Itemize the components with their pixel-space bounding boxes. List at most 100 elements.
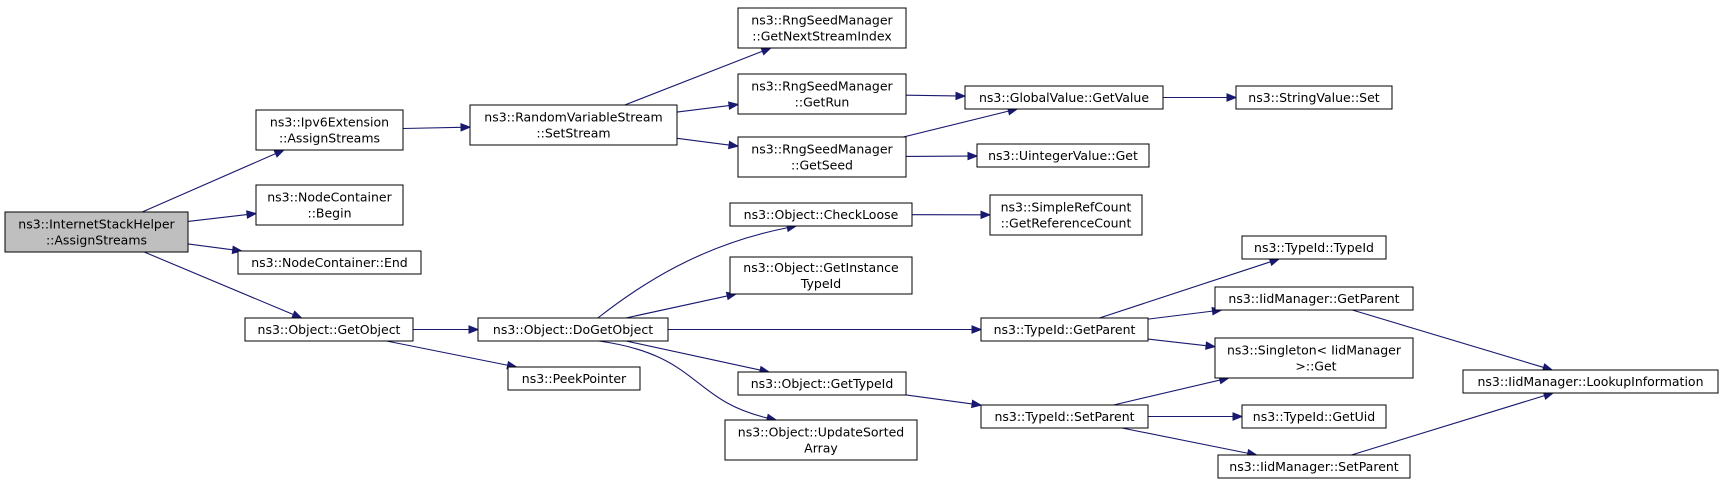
node-box[interactable] bbox=[507, 366, 641, 391]
node-ipv6[interactable]: ns3::Ipv6Extension::AssignStreams bbox=[255, 109, 404, 151]
arrowhead bbox=[971, 325, 983, 334]
node-box[interactable] bbox=[1241, 235, 1387, 260]
node-label-line: >::Get bbox=[1291, 359, 1336, 374]
node-box[interactable] bbox=[4, 211, 189, 253]
node-srcg[interactable]: ns3::SimpleRefCount::GetReferenceCount bbox=[989, 194, 1143, 236]
edges-layer bbox=[141, 47, 1555, 458]
node-gnsi[interactable]: ns3::RngSeedManager::GetNextStreamIndex bbox=[737, 7, 907, 49]
arrowhead bbox=[728, 101, 740, 110]
node-gtid[interactable]: ns3::Object::GetTypeId bbox=[737, 371, 907, 396]
node-box[interactable] bbox=[477, 317, 669, 342]
arrowhead bbox=[728, 140, 740, 150]
node-imli[interactable]: ns3::IidManager::LookupInformation bbox=[1462, 369, 1719, 394]
node-tgu[interactable]: ns3::TypeId::GetUid bbox=[1241, 404, 1387, 429]
node-box[interactable] bbox=[1241, 404, 1387, 429]
edge-line bbox=[1113, 379, 1221, 406]
node-label-line: ns3::RandomVariableStream bbox=[484, 110, 662, 125]
node-box[interactable] bbox=[1214, 337, 1414, 379]
node-imgp[interactable]: ns3::IidManager::GetParent bbox=[1214, 286, 1414, 311]
node-label-line: ns3::InternetStackHelper bbox=[18, 217, 175, 232]
node-label-line: ::SetStream bbox=[536, 126, 610, 141]
node-box[interactable] bbox=[1462, 369, 1719, 394]
arrowhead bbox=[246, 210, 258, 219]
node-box[interactable] bbox=[729, 256, 913, 295]
edge-gv-to-svs bbox=[1163, 93, 1238, 102]
arrowhead bbox=[955, 91, 967, 101]
edge-tsp-to-sing bbox=[1113, 375, 1231, 406]
node-tsp[interactable]: ns3::TypeId::SetParent bbox=[980, 404, 1149, 429]
node-label-line: ns3::Object::UpdateSorted bbox=[738, 425, 904, 440]
node-getobj[interactable]: ns3::Object::GetObject bbox=[244, 317, 414, 342]
edge-line bbox=[187, 243, 233, 251]
node-box[interactable] bbox=[255, 184, 404, 226]
edge-line bbox=[386, 340, 508, 366]
node-label-line: ::GetSeed bbox=[791, 158, 853, 173]
nodes-layer: ns3::InternetStackHelper::AssignStreamsn… bbox=[4, 7, 1719, 479]
node-dgo[interactable]: ns3::Object::DoGetObject bbox=[477, 317, 669, 342]
edge-line bbox=[676, 105, 730, 113]
node-label-line: ::GetRun bbox=[795, 95, 850, 110]
node-label-line: ::AssignStreams bbox=[46, 233, 147, 248]
edge-dgo-to-git bbox=[625, 291, 738, 319]
arrowhead bbox=[760, 47, 773, 56]
node-label-line: ns3::SimpleRefCount bbox=[1001, 200, 1132, 215]
node-box[interactable] bbox=[737, 73, 907, 115]
node-rvs[interactable]: ns3::RandomVariableStream::SetStream bbox=[469, 104, 678, 146]
node-box[interactable] bbox=[729, 202, 913, 227]
edge-line bbox=[597, 227, 788, 319]
node-label-line: ns3::NodeContainer::End bbox=[251, 255, 407, 270]
node-peek[interactable]: ns3::PeekPointer bbox=[507, 366, 641, 391]
node-box[interactable] bbox=[469, 104, 678, 146]
node-box[interactable] bbox=[237, 250, 422, 275]
node-gseed[interactable]: ns3::RngSeedManager::GetSeed bbox=[737, 136, 907, 178]
node-box[interactable] bbox=[255, 109, 404, 151]
node-svs[interactable]: ns3::StringValue::Set bbox=[1235, 85, 1393, 110]
arrowhead bbox=[971, 399, 983, 409]
node-box[interactable] bbox=[976, 143, 1150, 168]
node-grun[interactable]: ns3::RngSeedManager::GetRun bbox=[737, 73, 907, 115]
node-box[interactable] bbox=[1217, 454, 1411, 479]
edge-dgo-to-tgp bbox=[668, 325, 983, 334]
node-tgp[interactable]: ns3::TypeId::GetParent bbox=[980, 317, 1149, 342]
edge-line bbox=[676, 137, 730, 146]
node-tid[interactable]: ns3::TypeId::TypeId bbox=[1241, 235, 1387, 260]
arrowhead bbox=[1205, 341, 1217, 350]
node-label-line: ns3::TypeId::GetParent bbox=[994, 322, 1136, 337]
edge-line bbox=[141, 153, 276, 213]
arrowhead bbox=[980, 210, 992, 220]
edge-line bbox=[625, 340, 761, 371]
edge-getobj-to-peek bbox=[386, 340, 518, 370]
node-box[interactable] bbox=[1214, 286, 1414, 311]
node-uvg[interactable]: ns3::UintegerValue::Get bbox=[976, 143, 1150, 168]
edge-rvs-to-grun bbox=[676, 101, 740, 113]
node-label-line: ns3::Singleton< IidManager bbox=[1227, 343, 1402, 358]
node-box[interactable] bbox=[980, 404, 1149, 429]
node-box[interactable] bbox=[1235, 85, 1393, 110]
node-imsp[interactable]: ns3::IidManager::SetParent bbox=[1217, 454, 1411, 479]
node-box[interactable] bbox=[737, 7, 907, 49]
node-box[interactable] bbox=[989, 194, 1143, 236]
node-label-line: ::Begin bbox=[307, 206, 351, 221]
node-label-line: ns3::NodeContainer bbox=[267, 190, 392, 205]
node-box[interactable] bbox=[737, 371, 907, 396]
node-gv[interactable]: ns3::GlobalValue::GetValue bbox=[964, 85, 1164, 110]
node-box[interactable] bbox=[737, 136, 907, 178]
node-box[interactable] bbox=[724, 419, 918, 461]
node-label-line: ns3::Ipv6Extension bbox=[270, 115, 389, 130]
node-root[interactable]: ns3::InternetStackHelper::AssignStreams bbox=[4, 211, 189, 253]
node-ncb[interactable]: ns3::NodeContainer::Begin bbox=[255, 184, 404, 226]
node-label-line: ns3::TypeId::TypeId bbox=[1254, 240, 1374, 255]
node-box[interactable] bbox=[244, 317, 414, 342]
node-box[interactable] bbox=[964, 85, 1164, 110]
edge-rvs-to-gseed bbox=[676, 137, 740, 150]
edge-line bbox=[1147, 338, 1207, 347]
node-chkl[interactable]: ns3::Object::CheckLoose bbox=[729, 202, 913, 227]
node-label-line: TypeId bbox=[800, 276, 841, 291]
node-label-line: ::GetNextStreamIndex bbox=[752, 29, 891, 44]
node-sing[interactable]: ns3::Singleton< IidManager >::Get bbox=[1214, 337, 1414, 379]
node-box[interactable] bbox=[980, 317, 1149, 342]
node-nce[interactable]: ns3::NodeContainer::End bbox=[237, 250, 422, 275]
